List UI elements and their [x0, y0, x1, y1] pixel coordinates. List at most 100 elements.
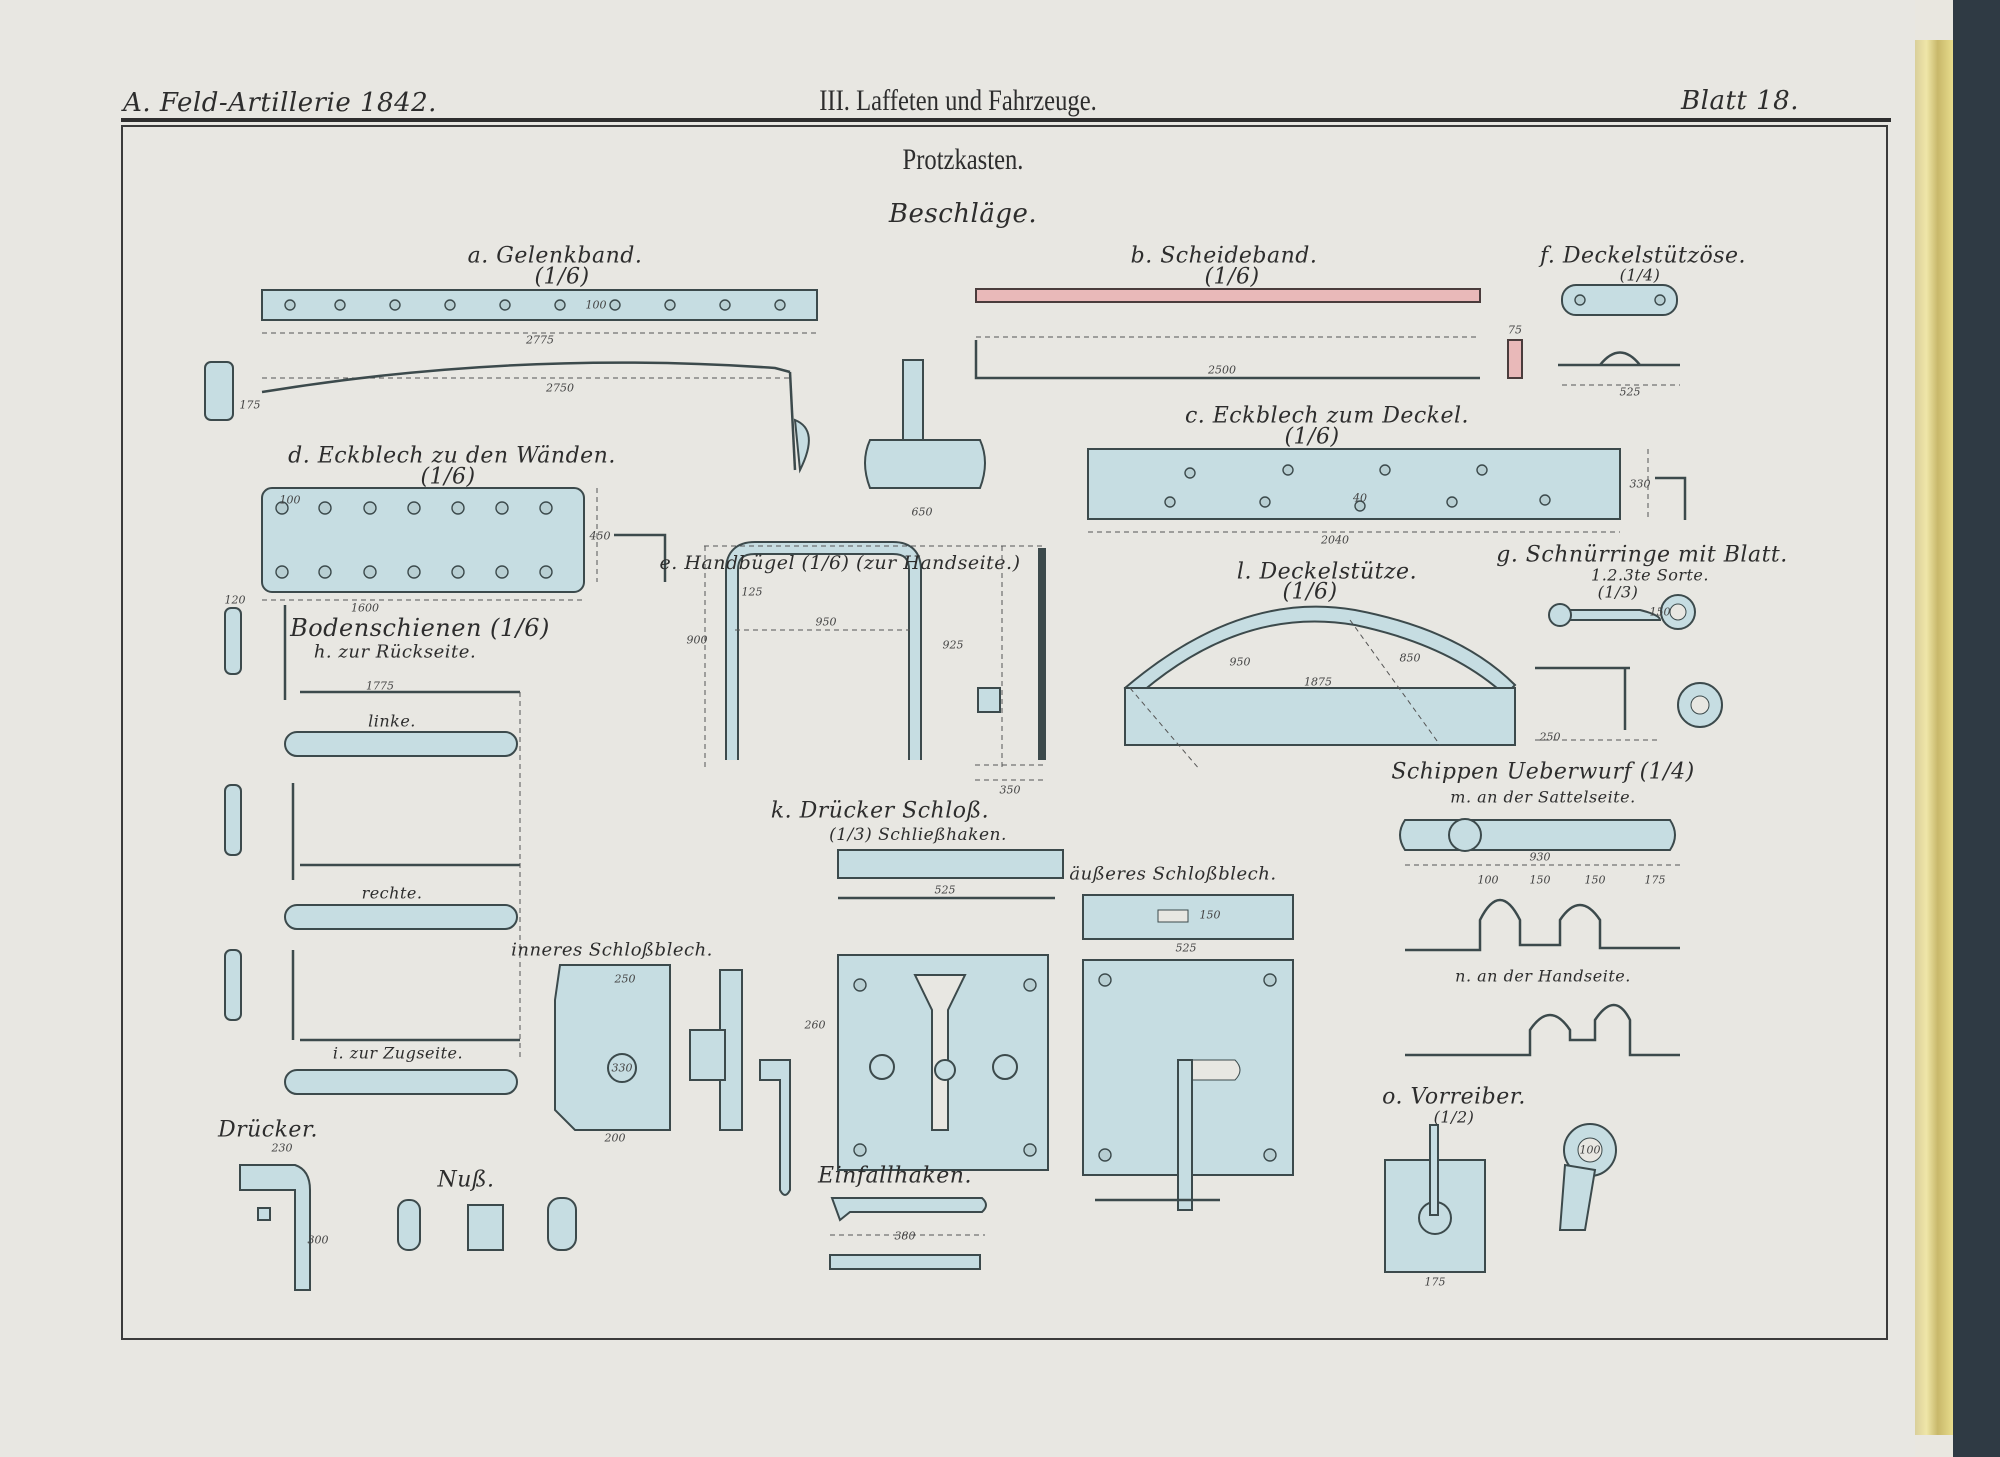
plate-subtitle: Beschläge.: [888, 199, 1038, 229]
dim-deckelstuetze-length: 1875: [1304, 675, 1332, 689]
dim-schloss-a: 525: [934, 883, 956, 897]
inneres-schlossblech-drawing: [554, 964, 791, 1196]
label-zugseite: i. zur Zugseite.: [332, 1043, 464, 1063]
dim-aeusseres-b: 150: [1199, 908, 1221, 922]
dim-bodenschiene-length: 1775: [366, 679, 394, 693]
label-schippen-ueberwurf: Schippen Ueberwurf (1/4): [1391, 759, 1695, 785]
label-einfallhaken: Einfallhaken.: [818, 1163, 972, 1189]
dim-schnurring-a: 250: [1539, 730, 1561, 744]
header-sheet-number: Blatt 18.: [1681, 86, 1799, 116]
dim-einfallhaken: 380: [894, 1229, 916, 1243]
label-aeusseres-schlossblech: äußeres Schloßblech.: [1069, 863, 1277, 885]
dim-gelenkband-width: 100: [585, 298, 607, 312]
label-gelenkband: a. Gelenkband.: [467, 243, 643, 269]
druecker-drawing: [239, 1164, 311, 1291]
dim-ueberwurf-a: 100: [1477, 873, 1499, 887]
label-deckelstuetzoese: f. Deckelstützöse.: [1540, 243, 1746, 269]
label-inneres-schlossblech: inneres Schloßblech.: [511, 939, 713, 961]
schnuerringe-drawing: [1535, 594, 1723, 741]
book-page: [0, 0, 1915, 1457]
label-druecker: Drücker.: [217, 1117, 319, 1143]
dim-druecker-b: 300: [307, 1233, 329, 1247]
label-scheideband: b. Scheideband.: [1130, 243, 1318, 269]
dim-ueberwurf-c: 150: [1584, 873, 1606, 887]
bodenschienen-drawing: [224, 605, 521, 1095]
dim-gelenkband-length: 2775: [526, 333, 554, 347]
dim-handbuegel-width: 950: [815, 615, 837, 629]
dim-inneres-a: 250: [614, 972, 636, 986]
label-eckblech-waende: d. Eckblech zu den Wänden.: [288, 443, 616, 469]
dim-druecker-a: 230: [271, 1141, 293, 1155]
label-linke: linke.: [368, 711, 416, 731]
dim-inneres-b: 200: [604, 1131, 626, 1145]
book-cover: [1953, 0, 2000, 1457]
dim-handbuegel-height-2: 925: [942, 638, 964, 652]
dim-vorreiber-a: 175: [1424, 1275, 1446, 1289]
dim-eckblech-deckel-length: 2040: [1321, 533, 1349, 547]
label-druecker-schloss: k. Drücker Schloß.: [770, 798, 990, 824]
scale-deckelstuetzoese: (1/4): [1619, 265, 1661, 285]
dim-oese-length: 525: [1619, 385, 1641, 399]
label-handseite: n. an der Handseite.: [1455, 966, 1631, 986]
dim-deckelstuetze-a: 950: [1229, 655, 1251, 669]
dim-inneres-c: 330: [611, 1061, 633, 1075]
plate-frame: [121, 125, 1888, 1340]
dim-scheideband-length: 2500: [1208, 363, 1236, 377]
schippen-ueberwurf-drawing: [1399, 818, 1680, 1057]
dim-handbuegel-base: 350: [999, 783, 1021, 797]
druecker-schloss-drawing: [837, 849, 1064, 1171]
dim-ueberwurf-length: 930: [1529, 850, 1551, 864]
label-rueckseite: h. zur Rückseite.: [313, 641, 477, 663]
dim-eckblech-deckel-height: 330: [1629, 477, 1651, 491]
label-rechte: rechte.: [361, 883, 423, 903]
scale-scheideband: (1/6): [1204, 264, 1260, 290]
dim-ueberwurf-d: 175: [1644, 873, 1666, 887]
header-rule: [121, 118, 1891, 122]
scale-eckblech-deckel: (1/6): [1284, 424, 1340, 450]
dim-ueberwurf-b: 150: [1529, 873, 1551, 887]
scheideband-drawing: [974, 288, 1523, 380]
einfallhaken-drawing: [829, 1197, 987, 1270]
scale-eckblech-waende: (1/6): [420, 464, 476, 490]
dim-scheideband-width: 75: [1508, 323, 1522, 337]
deckelstuetzoese-drawing: [1558, 284, 1680, 386]
deckelstuetze-drawing: [1123, 605, 1517, 771]
scale-schnuerringe: (1/3): [1597, 582, 1639, 602]
dim-gelenkband-height: 175: [239, 398, 261, 412]
scale-gelenkband: (1/6): [534, 264, 590, 290]
dim-eckblech-deckel-hole: 40: [1353, 491, 1367, 505]
dim-handbuegel-height: 900: [686, 633, 708, 647]
nuss-drawing: [397, 1197, 577, 1251]
plate-title: Protzkasten.: [902, 143, 1024, 176]
vorreiber-drawing: [1384, 1123, 1617, 1273]
dim-gelenkband-length-2: 2750: [546, 381, 574, 395]
scale-deckelstuetze: (1/6): [1282, 579, 1338, 605]
gelenkband-drawing: [204, 289, 986, 489]
dim-aeusseres-a: 525: [1175, 941, 1197, 955]
aeusseres-schlossblech-drawing: [1082, 894, 1294, 1211]
scale-vorreiber: (1/2): [1433, 1107, 1475, 1127]
dim-bodenschiene-width: 120: [224, 593, 246, 607]
dim-deckelstuetze-b: 850: [1399, 651, 1421, 665]
header-section-title: III. Laffeten und Fahrzeuge.: [819, 84, 1097, 117]
label-schliesshaken: (1/3) Schließhaken.: [829, 825, 1007, 845]
page-edges: [1915, 40, 1953, 1435]
dim-schnurring-b: 150: [1649, 605, 1671, 619]
label-bodenschienen: Bodenschienen (1/6): [290, 614, 550, 642]
dim-eckblech-waende-width: 100: [279, 493, 301, 507]
dim-handbuegel-radius: 125: [741, 585, 763, 599]
label-deckelstuetze: l. Deckelstütze.: [1236, 559, 1418, 585]
eckblech-waende-drawing: [261, 487, 667, 601]
label-vorreiber: o. Vorreiber.: [1382, 1084, 1526, 1110]
header-series: A. Feld-Artillerie 1842.: [123, 88, 437, 118]
dim-vorreiber-b: 100: [1579, 1143, 1601, 1157]
sorte-schnuerringe: 1.2.3te Sorte.: [1591, 565, 1709, 585]
eckblech-deckel-drawing: [1087, 448, 1687, 533]
handbuegel-drawing: [704, 541, 1046, 781]
dim-eckblech-waende-length: 1600: [351, 601, 379, 615]
dim-eckblech-waende-height: 450: [589, 529, 611, 543]
label-eckblech-deckel: c. Eckblech zum Deckel.: [1184, 403, 1470, 429]
label-schnuerringe: g. Schnürringe mit Blatt.: [1496, 542, 1788, 568]
dim-schloss-b: 260: [804, 1018, 826, 1032]
